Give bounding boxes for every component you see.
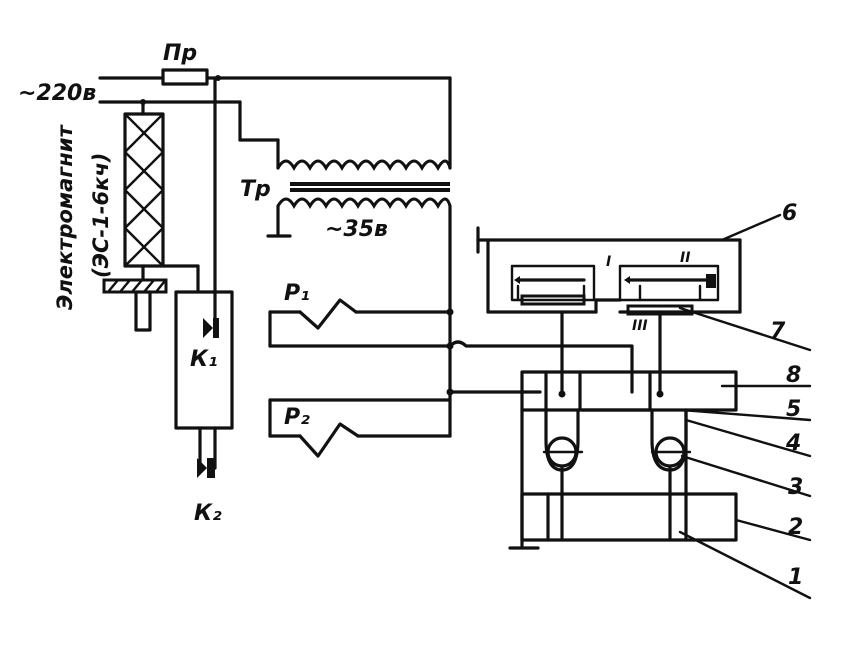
transformer (266, 159, 452, 438)
roman1-label: I (606, 254, 611, 270)
indicator-panel (476, 226, 742, 316)
secondary-voltage-label: ~35в (325, 217, 388, 242)
electromagnet (102, 112, 200, 332)
callout-6: 6 (782, 201, 797, 226)
callout-3: 3 (788, 475, 803, 500)
relay1-label: Р₁ (284, 281, 310, 306)
contact2-label: К₂ (194, 501, 222, 526)
callout-1: 1 (788, 565, 803, 590)
transformer-label: Тр (240, 177, 271, 202)
callout-7: 7 (770, 319, 786, 344)
electromagnet-label-line2: (ЭС-1-6кч) (89, 153, 113, 278)
contacts (174, 76, 234, 478)
relay-circuits (268, 298, 634, 458)
callout-4: 4 (785, 431, 801, 456)
relay2-label: Р₂ (284, 405, 310, 430)
mechanism (508, 310, 738, 550)
leader-lines (678, 213, 812, 600)
callout-2: 2 (788, 515, 803, 540)
contact1-label: К₁ (190, 347, 218, 372)
callout-5: 5 (786, 397, 801, 422)
roman2-label: II (680, 250, 690, 266)
diagram-labels: ~220в Пр Тр ~35в Электромагнит (ЭС-1-6кч… (18, 41, 803, 590)
fuse-label: Пр (163, 41, 197, 66)
supply-label: ~220в (18, 81, 96, 106)
supply-wiring (98, 68, 452, 170)
callout-8: 8 (786, 363, 801, 388)
roman3-label: III (632, 318, 648, 334)
electromagnet-label-line1: Электромагнит (53, 124, 77, 310)
